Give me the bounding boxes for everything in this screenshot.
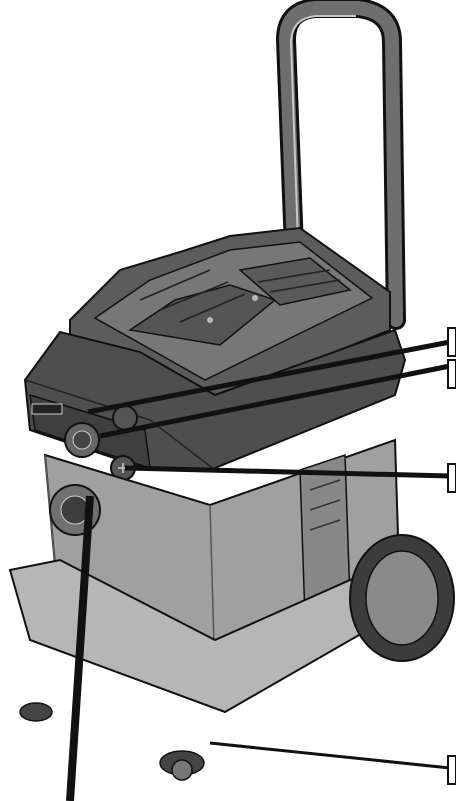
callout-box-4 bbox=[447, 755, 456, 785]
callouts bbox=[66, 327, 456, 801]
handle bbox=[275, 0, 406, 330]
callout-box-2 bbox=[447, 359, 456, 389]
base bbox=[8, 534, 455, 781]
callout-box-1 bbox=[447, 327, 456, 357]
motor-head bbox=[23, 328, 407, 481]
callout-box-3 bbox=[447, 463, 456, 493]
